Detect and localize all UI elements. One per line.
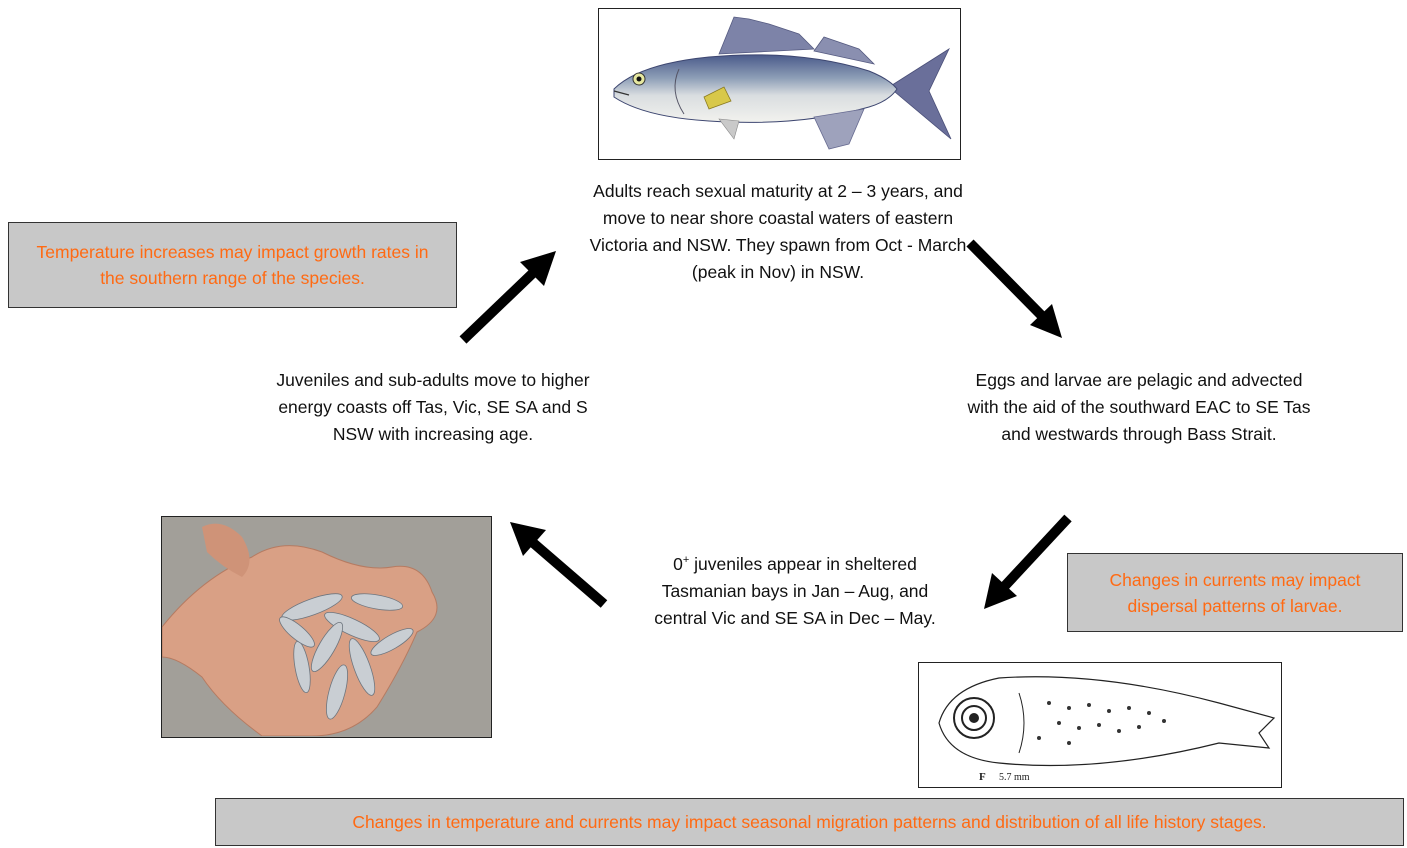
arrow-eggs-to-0plus: [984, 518, 1068, 609]
arrow-adults-to-eggs: [970, 243, 1062, 338]
arrow-juveniles-to-adults: [463, 251, 556, 340]
arrow-0plus-to-juveniles: [510, 522, 604, 604]
